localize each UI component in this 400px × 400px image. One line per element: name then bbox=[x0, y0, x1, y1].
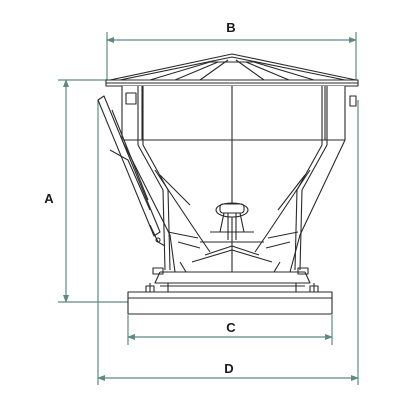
dimension-lines bbox=[58, 32, 359, 385]
dim-c-label: C bbox=[226, 320, 236, 335]
base-skid bbox=[127, 283, 333, 315]
discharge-gate bbox=[191, 202, 273, 263]
hopper-body bbox=[121, 86, 357, 273]
dim-d-label: D bbox=[224, 361, 233, 376]
dim-b-label: B bbox=[226, 20, 235, 35]
lifting-frame bbox=[105, 53, 359, 87]
dim-a-label: A bbox=[44, 191, 54, 206]
release-lever bbox=[97, 95, 166, 247]
discharge-ring bbox=[152, 261, 311, 284]
bucket-drawing bbox=[97, 53, 359, 315]
inner-bracing bbox=[154, 169, 311, 253]
